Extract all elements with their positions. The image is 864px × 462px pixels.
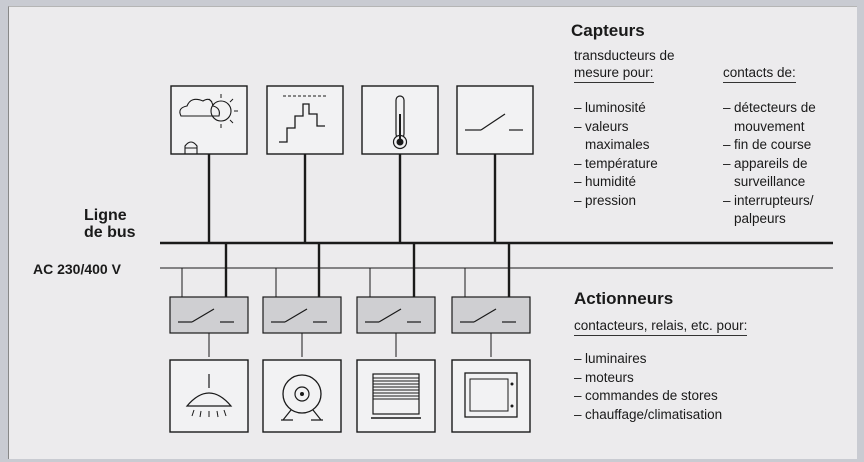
actuator-list: luminairesmoteurscommandes de storeschau… — [574, 350, 722, 424]
relay-boxes — [169, 296, 531, 334]
relay-box-4 — [451, 296, 531, 334]
sensor-thermometer-icon — [361, 85, 439, 155]
contact-list: détecteurs demouvementfin de courseappar… — [723, 99, 816, 229]
sensor-light-sun-icon — [170, 85, 248, 155]
relay-power-connections — [181, 268, 466, 297]
relay-box-1 — [169, 296, 249, 334]
list-item: moteurs — [574, 369, 722, 388]
sensor-max-value-icon — [266, 85, 344, 155]
list-item: humidité — [574, 173, 658, 192]
list-item: interrupteurs/palpeurs — [723, 192, 816, 229]
list-item: luminosité — [574, 99, 658, 118]
sensor-connections — [207, 154, 497, 243]
list-item: température — [574, 155, 658, 174]
relay-actuator-links — [208, 333, 492, 357]
actuator-heater-icon — [451, 359, 531, 433]
transducers-heading: transducteurs de mesure pour: — [574, 47, 675, 83]
list-item: luminaires — [574, 350, 722, 369]
actuators-heading: contacteurs, relais, etc. pour: — [574, 317, 748, 336]
actuator-motor-icon — [262, 359, 342, 433]
list-item: chauffage/climatisation — [574, 406, 722, 425]
transducer-list: luminositévaleursmaximalestempératurehum… — [574, 99, 658, 210]
list-item: fin de course — [723, 136, 816, 155]
actuator-lamp-icon — [169, 359, 249, 433]
bus-line-label: Ligne de bus — [84, 207, 136, 241]
contacts-heading: contacts de: — [723, 64, 796, 83]
actuators-title: Actionneurs — [574, 289, 674, 308]
relay-box-3 — [356, 296, 436, 334]
relay-box-2 — [262, 296, 342, 334]
power-line-label: AC 230/400 V — [33, 261, 121, 277]
sensor-switch-contact-icon — [456, 85, 534, 155]
list-item: commandes de stores — [574, 387, 722, 406]
actuator-blinds-icon — [356, 359, 436, 433]
relay-bus-connections — [224, 243, 511, 297]
sensors-title: Capteurs — [571, 21, 645, 40]
list-item: pression — [574, 192, 658, 211]
